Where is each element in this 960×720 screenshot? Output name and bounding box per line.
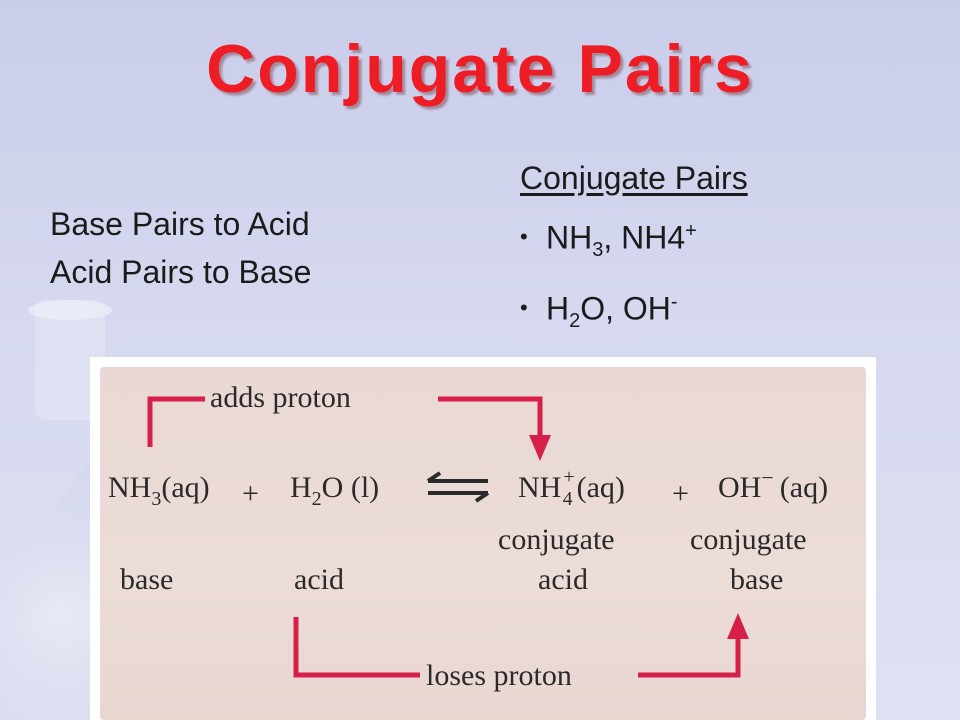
formula-part: NH <box>546 219 593 256</box>
formula-subscript: 3 <box>592 239 604 262</box>
species-ammonia: NH3(aq) <box>108 471 210 510</box>
species-hydroxide: OH−(aq) <box>718 465 828 504</box>
loses-proton-arrow-line-left <box>293 617 420 678</box>
formula-subscript: 2 <box>569 310 581 333</box>
label-base: base <box>120 563 173 596</box>
reaction-diagram: adds proton NH3(aq) + H2O (l) NH+4(aq) + <box>90 357 876 720</box>
formula-part: H <box>546 290 570 327</box>
rule-line-base: Base Pairs to Acid <box>50 206 310 242</box>
label-conjugate-acid-top: conjugate <box>498 523 615 556</box>
list-heading: Conjugate Pairs <box>520 160 748 196</box>
loses-proton-caption: loses proton <box>426 659 572 692</box>
bullet-icon: • <box>520 295 528 321</box>
plus-sign-2: + <box>672 477 689 510</box>
bullet-icon: • <box>520 224 528 250</box>
list-item-ammonia: • NH3, NH4+ <box>520 205 748 276</box>
adds-proton-arrowhead-icon <box>529 435 551 461</box>
label-acid: acid <box>294 563 344 596</box>
label-conjugate-acid-bottom: acid <box>538 563 588 596</box>
label-conjugate-base-bottom: base <box>730 563 783 596</box>
species-ammonium: NH+4(aq) <box>518 466 625 510</box>
species-water: H2O (l) <box>290 471 379 510</box>
plus-sign-1: + <box>242 477 259 510</box>
label-conjugate-base-top: conjugate <box>690 523 807 556</box>
formula-part: , NH4 <box>603 219 686 256</box>
formula-superscript: + <box>685 220 697 242</box>
list-item-water: • H2O, OH- <box>520 276 748 347</box>
adds-proton-arrow-line-right <box>438 396 543 442</box>
reaction-diagram-svg: adds proton NH3(aq) + H2O (l) NH+4(aq) + <box>108 381 828 692</box>
conjugate-pairs-list: Conjugate Pairs • NH3, NH4+ • H2O, OH- <box>520 160 748 347</box>
equilibrium-arrow-icon <box>426 471 490 503</box>
formula-part: O, OH <box>580 290 671 327</box>
adds-proton-caption: adds proton <box>210 381 351 414</box>
formula-superscript: - <box>670 291 678 314</box>
adds-proton-arrow-line <box>147 396 205 447</box>
pairing-rules: Base Pairs to Acid Acid Pairs to Base <box>50 200 311 296</box>
rule-line-acid: Acid Pairs to Base <box>50 254 312 290</box>
slide-title: Conjugate Pairs <box>206 31 754 107</box>
loses-proton-arrow-line-right <box>638 633 741 678</box>
loses-proton-arrowhead-icon <box>727 613 749 639</box>
